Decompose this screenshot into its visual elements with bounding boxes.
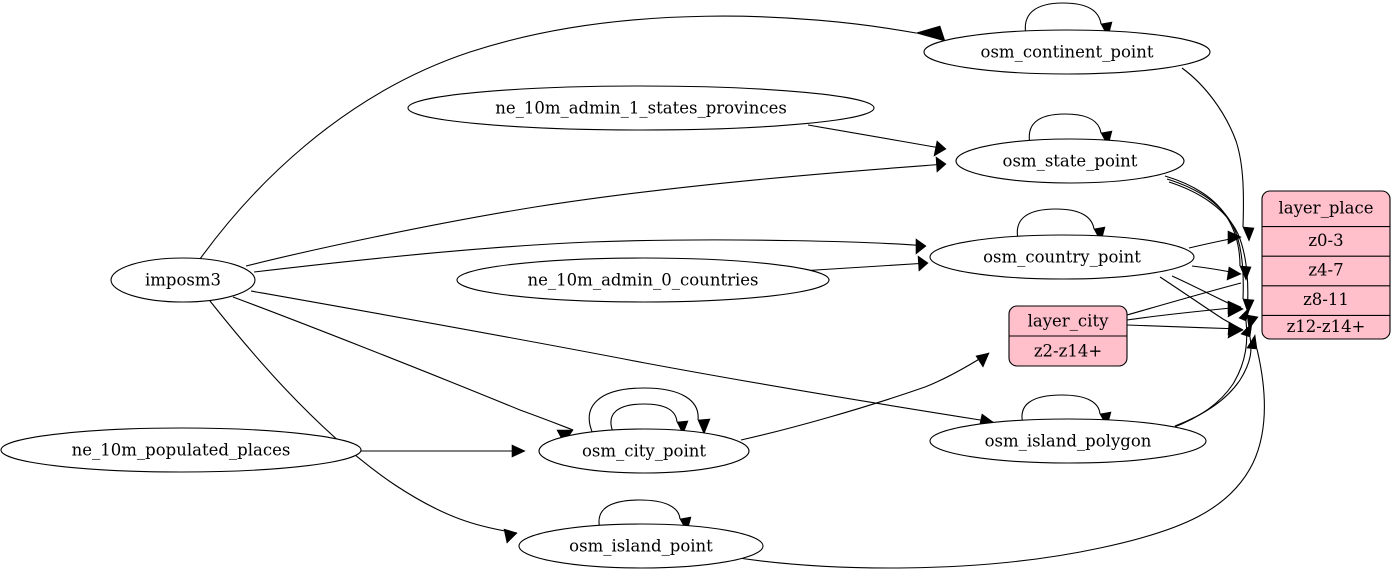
node-osm_country_point-label: osm_country_point <box>983 248 1141 267</box>
edge-ne_places-to-osm_city_point <box>361 444 526 458</box>
node-osm_state_point-shape[interactable] <box>955 138 1185 184</box>
edge-osm_island_polygon-to-layer_place-z8-11 <box>1171 305 1251 429</box>
edge-osm_city_point-to-layer_city <box>740 352 990 441</box>
node-osm_continent_point-shape[interactable] <box>923 29 1211 75</box>
edge-ne_countries-to-osm_country_point <box>799 255 929 272</box>
edge-layer_city-to-layer_place-z12-z14 <box>1126 321 1242 336</box>
record-node-layer: layer_place z0-3 z4-7 z8-11 z12-z14+ lay… <box>1008 190 1391 367</box>
edge-layer_city-to-layer_place-extra <box>1126 282 1242 316</box>
edge-imposm3-to-osm_city_point <box>232 296 574 444</box>
node-osm_state_point[interactable]: osm_state_point <box>955 138 1185 184</box>
record-row-layer_city-header: layer_city <box>1028 312 1109 331</box>
edge-osm_continent_point-to-layer_place-z0-3 <box>1181 67 1255 242</box>
node-imposm3-shape[interactable] <box>110 257 256 303</box>
node-imposm3[interactable]: imposm3 <box>110 257 256 303</box>
node-ne_places-shape[interactable] <box>0 427 362 473</box>
edge-imposm3-to-osm_state_point <box>245 156 947 267</box>
edge-imposm3-to-osm_island_point <box>209 300 518 544</box>
node-osm_island_polygon[interactable]: osm_island_polygon <box>929 418 1207 464</box>
edge-osm_island_polygon-to-layer_place-z12-z14 <box>1174 322 1253 427</box>
edge-layer <box>199 2 1265 569</box>
record-row-z12-z14plus[interactable]: z12-z14+ <box>1287 317 1366 336</box>
node-osm_country_point[interactable]: osm_country_point <box>929 234 1195 280</box>
record-node-layer_place-body[interactable] <box>1261 190 1391 340</box>
edge-osm_island_point-to-layer_place-z12-z14 <box>731 334 1265 569</box>
node-osm_continent_point-label: osm_continent_point <box>981 43 1154 62</box>
record-node-layer_city[interactable]: layer_city z2-z14+ <box>1008 305 1128 367</box>
node-osm_city_point-label: osm_city_point <box>582 442 706 461</box>
node-osm_city_point-shape[interactable] <box>538 428 750 474</box>
record-node-layer_place[interactable]: layer_place z0-3 z4-7 z8-11 z12-z14+ <box>1261 190 1391 340</box>
record-row-z4-7[interactable]: z4-7 <box>1308 261 1343 280</box>
record-row-layer_place-header: layer_place <box>1278 199 1373 218</box>
node-osm_city_point[interactable]: osm_city_point <box>538 428 750 474</box>
node-osm_island_polygon-label: osm_island_polygon <box>985 432 1152 451</box>
node-osm_state_point-label: osm_state_point <box>1003 152 1138 171</box>
self-loop-outer-osm_city_point <box>588 387 711 435</box>
node-ne_10m_populated_places[interactable]: ne_10m_populated_places <box>0 427 362 473</box>
node-osm_island_point-label: osm_island_point <box>569 537 713 556</box>
edge-osm_country_point-to-layer_place-z4-7 <box>1191 265 1242 281</box>
edge-imposm3-to-osm_country_point <box>253 238 927 273</box>
node-layer: imposm3 ne_10m_admin_1_states_provinces … <box>0 29 1211 569</box>
node-osm_continent_point[interactable]: osm_continent_point <box>923 29 1211 75</box>
node-ne_states-shape[interactable] <box>407 85 875 131</box>
node-ne_10m_admin_0_countries[interactable]: ne_10m_admin_0_countries <box>456 257 830 303</box>
self-loop-inner-osm_city_point <box>610 403 689 435</box>
node-ne_countries-shape[interactable] <box>456 257 830 303</box>
edge-osm_country_point-to-layer_place-z0-3 <box>1188 230 1242 249</box>
node-osm_island_point[interactable]: osm_island_point <box>518 523 764 569</box>
node-osm_island_point-shape[interactable] <box>518 523 764 569</box>
node-ne_countries-label: ne_10m_admin_0_countries <box>528 271 759 290</box>
edge-layer_city-to-layer_place-z8-11 <box>1126 300 1242 321</box>
edge-imposm3-to-osm_continent_point <box>199 15 946 260</box>
edge-ne_states-to-osm_state_point <box>807 124 947 157</box>
node-imposm3-label: imposm3 <box>145 271 221 290</box>
node-ne_places-label: ne_10m_populated_places <box>72 441 291 460</box>
record-row-z8-11[interactable]: z8-11 <box>1303 290 1349 309</box>
node-osm_country_point-shape[interactable] <box>929 234 1195 280</box>
node-ne_states-label: ne_10m_admin_1_states_provinces <box>495 99 787 118</box>
record-row-z0-3[interactable]: z0-3 <box>1308 231 1343 250</box>
record-row-z2-z14plus[interactable]: z2-z14+ <box>1034 342 1102 361</box>
node-ne_10m_admin_1_states_provinces[interactable]: ne_10m_admin_1_states_provinces <box>407 85 875 131</box>
node-osm_island_polygon-shape[interactable] <box>929 418 1207 464</box>
